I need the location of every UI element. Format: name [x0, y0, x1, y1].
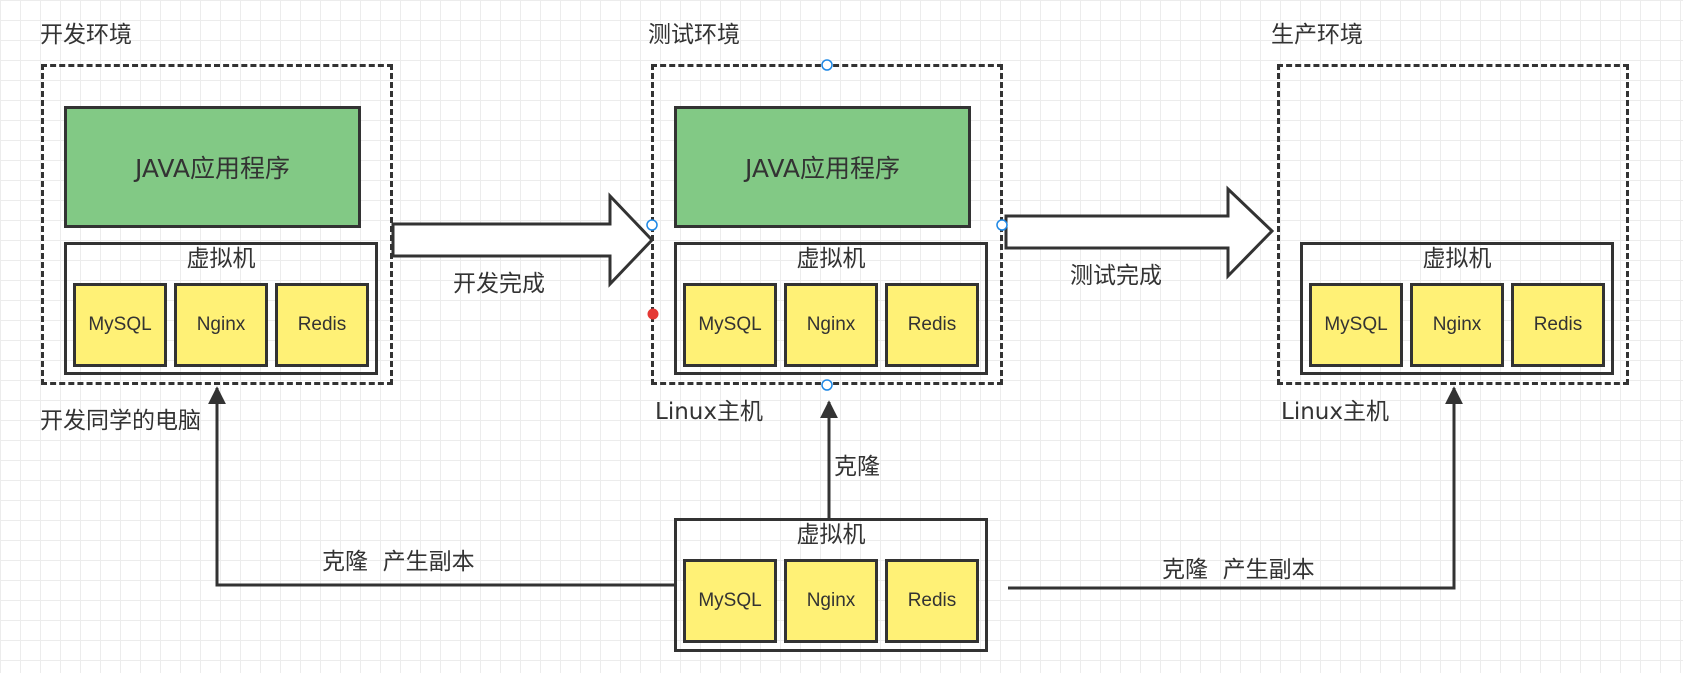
test-env-caption: Linux主机: [655, 399, 763, 425]
source-service-redis[interactable]: Redis: [885, 559, 979, 643]
dev-to-test-block-arrow[interactable]: [391, 192, 655, 288]
test-vm[interactable]: 虚拟机 MySQL Nginx Redis: [674, 242, 988, 375]
test-env-container[interactable]: JAVA应用程序 虚拟机 MySQL Nginx Redis: [651, 64, 1003, 385]
prod-env-caption: Linux主机: [1281, 399, 1389, 425]
dev-service-nginx[interactable]: Nginx: [174, 283, 268, 367]
source-service-nginx[interactable]: Nginx: [784, 559, 878, 643]
clone-to-dev-label: 克隆 产生副本: [322, 549, 475, 575]
dev-service-mysql[interactable]: MySQL: [73, 283, 167, 367]
test-service-redis[interactable]: Redis: [885, 283, 979, 367]
test-env-handle-left[interactable]: [646, 219, 658, 231]
test-service-nginx[interactable]: Nginx: [784, 283, 878, 367]
test-env-handle-top[interactable]: [821, 59, 833, 71]
test-to-prod-block-arrow[interactable]: [1004, 185, 1275, 280]
dev-service-redis[interactable]: Redis: [275, 283, 369, 367]
test-to-prod-label: 测试完成: [1070, 263, 1162, 289]
prod-vm-title: 虚拟机: [1422, 246, 1492, 272]
dev-to-test-label: 开发完成: [453, 271, 545, 297]
prod-service-nginx[interactable]: Nginx: [1410, 283, 1504, 367]
test-env-handle-right[interactable]: [996, 219, 1008, 231]
test-env-handle-active[interactable]: [647, 308, 659, 320]
prod-env-container[interactable]: 虚拟机 MySQL Nginx Redis: [1277, 64, 1629, 385]
dev-java-app[interactable]: JAVA应用程序: [64, 106, 361, 228]
dev-vm[interactable]: 虚拟机 MySQL Nginx Redis: [64, 242, 378, 375]
clone-to-prod-connector[interactable]: [1008, 386, 1463, 590]
test-java-app[interactable]: JAVA应用程序: [674, 106, 971, 228]
prod-vm[interactable]: 虚拟机 MySQL Nginx Redis: [1300, 242, 1614, 375]
prod-service-mysql[interactable]: MySQL: [1309, 283, 1403, 367]
test-vm-title: 虚拟机: [796, 246, 866, 272]
test-env-handle-bottom[interactable]: [821, 379, 833, 391]
source-service-mysql[interactable]: MySQL: [683, 559, 777, 643]
dev-vm-title: 虚拟机: [186, 246, 256, 272]
clone-to-prod-label: 克隆 产生副本: [1162, 557, 1315, 583]
test-env-title: 测试环境: [648, 22, 740, 48]
clone-to-test-label: 克隆: [834, 454, 880, 480]
dev-env-title: 开发环境: [40, 22, 132, 48]
clone-to-dev-connector[interactable]: [208, 386, 674, 587]
prod-service-redis[interactable]: Redis: [1511, 283, 1605, 367]
source-vm[interactable]: 虚拟机 MySQL Nginx Redis: [674, 518, 988, 652]
dev-env-container[interactable]: JAVA应用程序 虚拟机 MySQL Nginx Redis: [41, 64, 393, 385]
source-vm-title: 虚拟机: [796, 522, 866, 548]
test-service-mysql[interactable]: MySQL: [683, 283, 777, 367]
prod-env-title: 生产环境: [1271, 22, 1363, 48]
dev-env-caption: 开发同学的电脑: [40, 408, 201, 434]
